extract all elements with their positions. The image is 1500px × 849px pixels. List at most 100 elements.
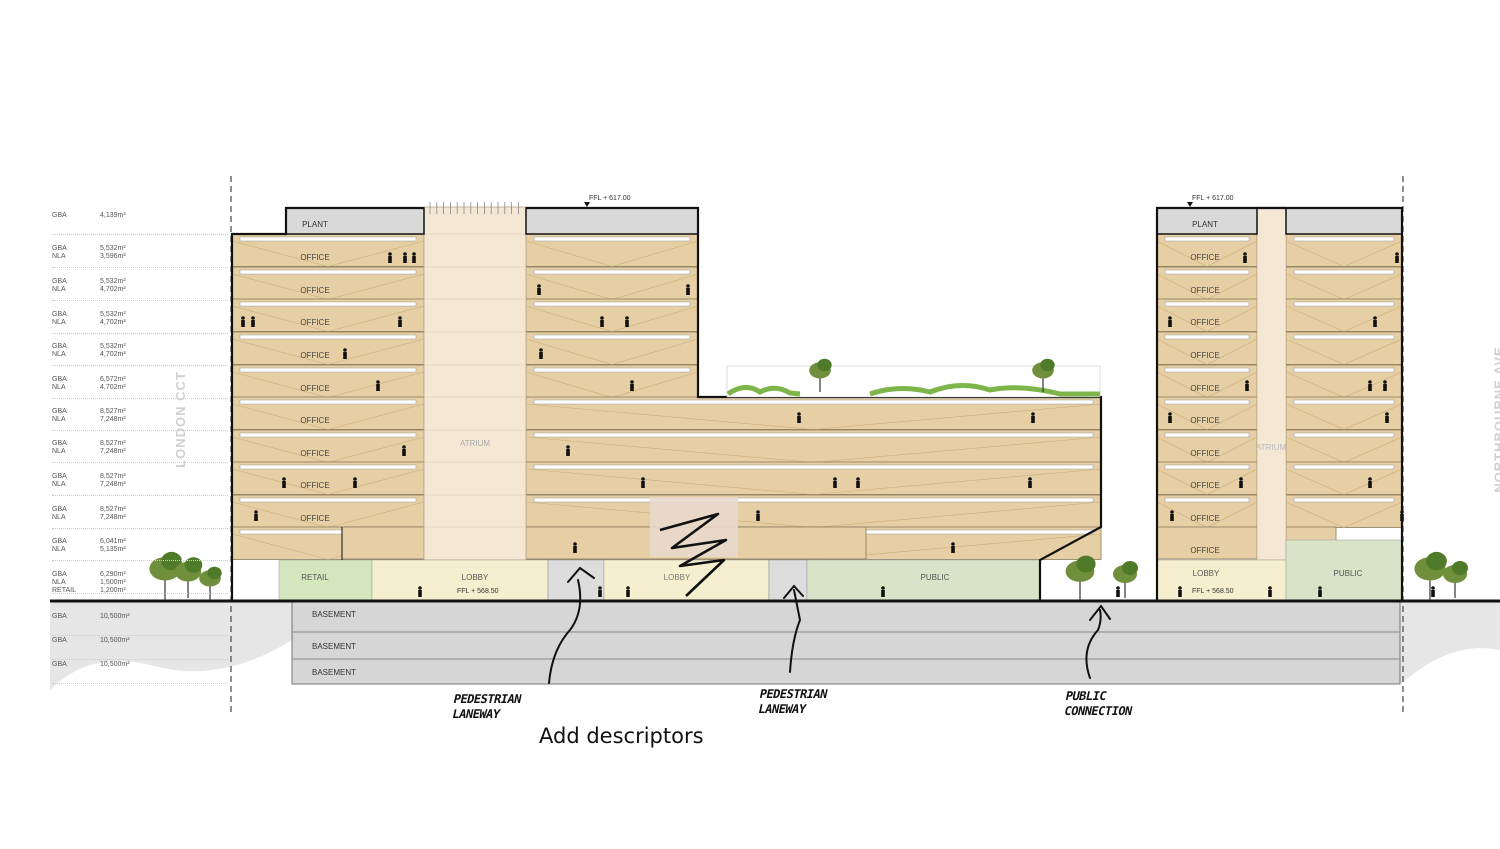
right-tower-right-floor-2-window	[1293, 301, 1395, 307]
person-head-12	[630, 380, 634, 384]
office-label-left-5: OFFICE	[300, 416, 329, 425]
person-body-11	[539, 352, 543, 359]
podium-floor-1-window	[533, 432, 1094, 438]
atrium-label: ATRIUM	[460, 439, 490, 448]
office-label-right-2: OFFICE	[1190, 318, 1219, 327]
left-tower-floor-7-shade	[231, 468, 425, 495]
mid-tower-floor-2-window	[533, 301, 691, 307]
area-row-separator-4	[52, 365, 228, 366]
person-body-38	[1368, 481, 1372, 488]
office-label-right-3: OFFICE	[1190, 351, 1219, 360]
nla-5-key: NLA	[52, 384, 66, 391]
left-tower-floor-5-shade	[231, 403, 425, 430]
mid-tower-floor-0-shade	[525, 240, 699, 267]
person-head-8	[600, 316, 604, 320]
person-head-25	[756, 510, 760, 514]
person-body-33	[1368, 384, 1372, 391]
left-tower-floor-2-shade	[231, 305, 425, 332]
person-body-20	[641, 481, 645, 488]
office-label-left-6: OFFICE	[300, 449, 329, 458]
person-body-21	[833, 481, 837, 488]
basement-label-b1: BASEMENT	[312, 610, 356, 619]
person-body-47	[1268, 590, 1272, 597]
person-head-1	[403, 252, 407, 256]
left-tower-floor-1-window	[239, 269, 417, 275]
office-label-left-4: OFFICE	[300, 384, 329, 393]
person-body-23	[1028, 481, 1032, 488]
person-head-45	[1116, 586, 1120, 590]
person-body-6	[251, 320, 255, 327]
person-body-2	[412, 256, 416, 263]
office-label-left-1: OFFICE	[300, 286, 329, 295]
tree-left-3-canopy-2	[207, 566, 222, 580]
mid-tower-floor-4-window	[533, 367, 691, 373]
left-building-outline	[230, 206, 1103, 600]
sketch-scribble	[659, 512, 728, 597]
ffl-top-arrow-left	[584, 202, 590, 207]
right-tower-right-floor-8-window	[1293, 497, 1395, 503]
area-row-separator-11	[52, 593, 228, 594]
area-row-separator-8	[52, 495, 228, 496]
person-head-7	[398, 316, 402, 320]
gba-5-value: 6,572m²	[100, 376, 126, 383]
left-earth	[50, 600, 292, 690]
nla-2-value: 4,702m²	[100, 286, 126, 293]
person-head-24	[254, 510, 258, 514]
person-head-10	[343, 348, 347, 352]
podium-floor-2-shade	[525, 468, 1102, 495]
person-head-39	[1170, 510, 1174, 514]
nla-8-value: 7,248m²	[100, 481, 126, 488]
person-head-42	[598, 586, 602, 590]
gba-14-value: 10,500m²	[100, 661, 130, 668]
ffl-ground-mark-left: FFL + 568.50	[457, 588, 499, 595]
right-tower-right-floor-2-shade	[1285, 305, 1403, 332]
gba-13-value: 10,500m²	[100, 637, 130, 644]
gba-12-key: GBA	[52, 613, 67, 620]
gba-8-key: GBA	[52, 473, 67, 480]
office-label-left-8: OFFICE	[300, 514, 329, 523]
tree-mid-1-canopy-2	[1076, 555, 1096, 573]
podium-floor-0-window	[533, 399, 1094, 405]
person-head-2	[412, 252, 416, 256]
street-label-right: NORTHBOURNE AVE	[1491, 346, 1500, 493]
person-head-34	[1383, 380, 1387, 384]
office-label-right-0: OFFICE	[1190, 253, 1219, 262]
person-body-9	[625, 320, 629, 327]
right-tower-left-floor-4-window	[1164, 367, 1250, 373]
nla-8-key: NLA	[52, 481, 66, 488]
right-tower-left-floor-3-window	[1164, 334, 1250, 340]
office-label-right-6: OFFICE	[1190, 449, 1219, 458]
tree-left-1-canopy-2	[161, 551, 182, 571]
right-tower-left-floor-0-window	[1164, 236, 1250, 242]
right-tower-left-floor-5-shade	[1156, 403, 1258, 430]
person-head-43	[626, 586, 630, 590]
person-body-25	[756, 514, 760, 521]
area-row-separator-1	[52, 267, 228, 268]
person-body-27	[951, 546, 955, 553]
left-tower-floor-5-window	[239, 399, 417, 405]
right-atrium	[1256, 206, 1287, 561]
right-tower-right-floor-0-shade	[1285, 240, 1403, 267]
area-row-separator-9	[52, 528, 228, 529]
right-tower-right-floor-3-window	[1293, 334, 1395, 340]
person-head-36	[1385, 412, 1389, 416]
atrium-void	[423, 206, 527, 561]
laneway-arrow-1	[548, 566, 595, 684]
basement-block	[291, 600, 1401, 685]
office-label-left-3: OFFICE	[300, 351, 329, 360]
